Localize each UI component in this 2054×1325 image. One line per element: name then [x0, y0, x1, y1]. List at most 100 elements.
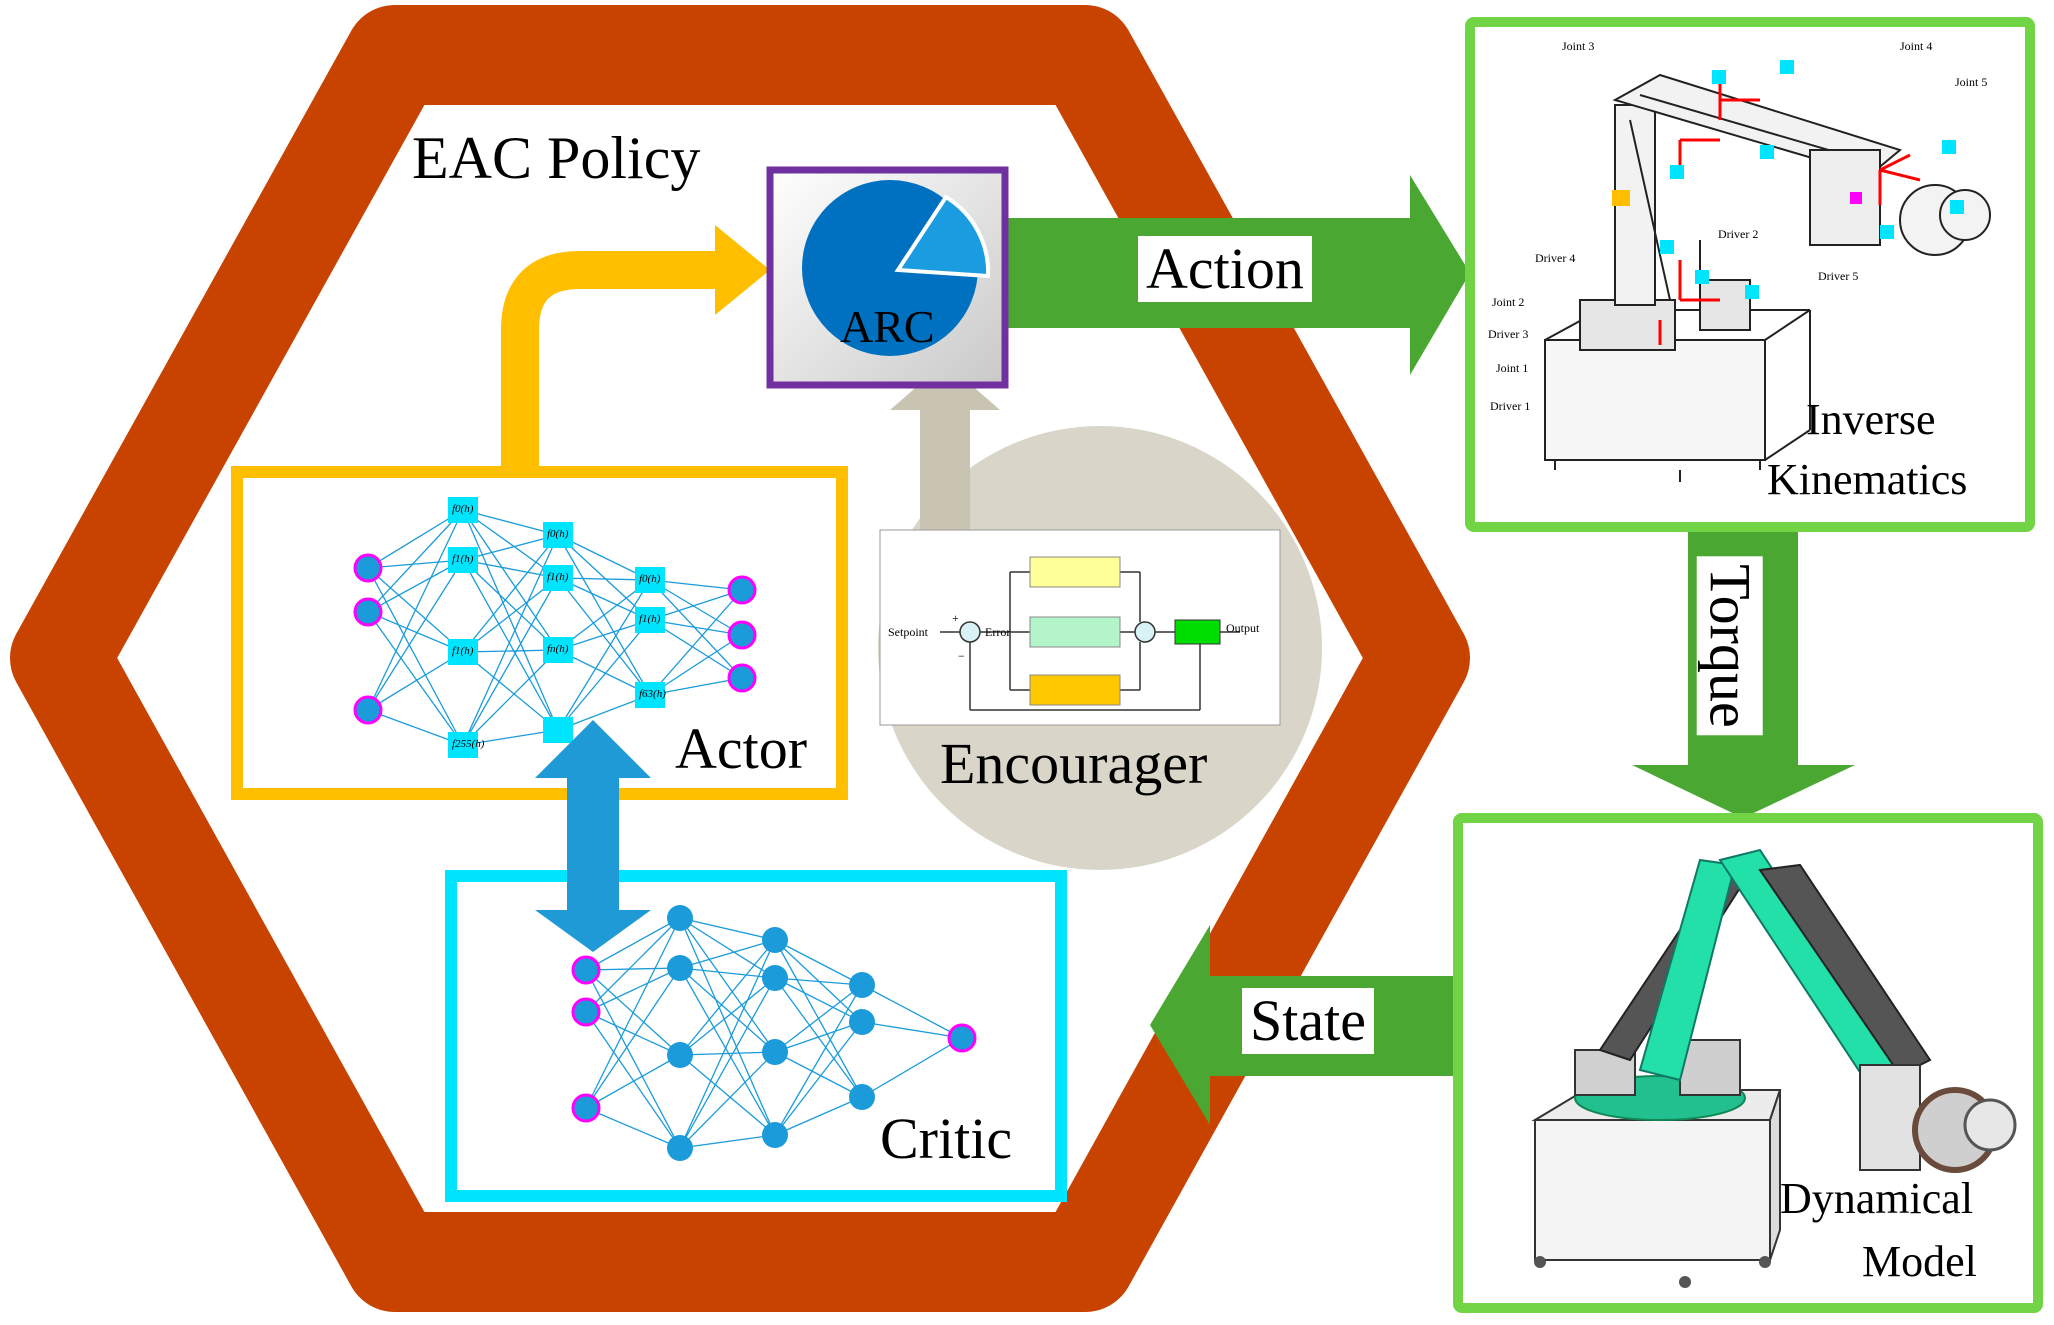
actor-connection: [557, 577, 651, 696]
actor-connection: [557, 579, 651, 731]
critic-connection: [679, 939, 776, 1056]
actor-connection: [367, 509, 464, 711]
actor-hidden-neuron: [448, 732, 478, 758]
inverse-kinematics-label-line2: Kinematics: [1767, 455, 1968, 504]
kinematic-frames: [1658, 80, 1921, 345]
encourager-label: Encourager: [940, 731, 1208, 796]
critic-connection: [679, 1051, 776, 1056]
critic-neuron: [667, 1042, 693, 1068]
critic-neuron: [762, 1039, 788, 1065]
actor-neuron-label: fn(h): [547, 643, 569, 655]
critic-connection: [774, 977, 863, 1023]
critic-connection: [679, 917, 776, 1136]
dynamical-model-label-line1: Dynamical: [1780, 1174, 1974, 1223]
state-label: State: [1242, 988, 1374, 1054]
actor-neuron-label: f0(h): [452, 503, 474, 515]
actor-network: [353, 497, 757, 758]
actor-hidden-neuron: [448, 639, 478, 665]
actor-hidden-neuron: [543, 717, 573, 743]
actor-connection: [462, 577, 559, 653]
frame-tags: [1612, 60, 1964, 299]
actor-connection: [649, 579, 743, 636]
arc-pie-slice: [894, 194, 991, 279]
robot-arm-schematic: [1544, 73, 1991, 482]
actor-connection: [367, 509, 464, 569]
actor-connection: [557, 619, 651, 731]
critic-connection: [679, 939, 776, 1149]
callout-driver4: Driver 4: [1535, 251, 1576, 265]
actor-hidden-neuron: [635, 567, 665, 593]
action-label: Action: [1138, 236, 1312, 302]
critic-connection: [585, 967, 681, 971]
actor-connection: [557, 579, 651, 651]
critic-neuron: [571, 1093, 601, 1123]
actor-neuron: [353, 695, 383, 725]
critic-neuron: [762, 1122, 788, 1148]
critic-neuron: [667, 905, 693, 931]
actor-connection: [462, 559, 559, 731]
actor-hidden-neuron: [635, 682, 665, 708]
inverse-kinematics-label-line1: Inverse: [1806, 395, 1936, 444]
actor-hidden-neuron: [543, 637, 573, 663]
p-block: [1029, 556, 1121, 588]
actor-neuron-label: f1(h): [547, 571, 569, 583]
actor-connection: [367, 559, 464, 613]
critic-connection: [585, 1011, 681, 1056]
critic-neuron: [667, 955, 693, 981]
critic-connection: [679, 917, 776, 1053]
callout-driver1: Driver 1: [1490, 399, 1531, 413]
actor-connection: [462, 509, 559, 579]
actor-neuron-label: f1(h): [452, 553, 474, 565]
setpoint-label: Setpoint: [888, 625, 929, 639]
actor-to-arc-arrow: [501, 251, 720, 470]
critic-neuron: [571, 997, 601, 1027]
critic-connection: [585, 1107, 681, 1149]
critic-connection: [679, 939, 776, 969]
actor-connection: [367, 611, 464, 653]
actor-connection: [649, 579, 743, 591]
dynamical-model-label-line2: Model: [1862, 1237, 1977, 1286]
robot-3d-model: [1531, 848, 2017, 1288]
critic-connection: [679, 967, 776, 979]
callout-joint4: Joint 4: [1900, 39, 1933, 53]
critic-label: Critic: [880, 1106, 1013, 1171]
critic-connection: [861, 984, 963, 1039]
callout-joint1: Joint 1: [1496, 361, 1529, 375]
critic-connection: [679, 917, 776, 979]
actor-hidden-neuron: [448, 547, 478, 573]
eac-policy-hexagon: [10, 5, 1470, 1312]
critic-connection: [774, 984, 863, 1136]
critic-connection: [861, 1037, 963, 1098]
actor-connection: [557, 577, 651, 621]
critic-connection: [774, 1096, 863, 1136]
callout-joint2: Joint 2: [1492, 295, 1525, 309]
actor-connection: [649, 677, 743, 696]
actor-connection: [462, 649, 559, 746]
actor-neuron: [727, 663, 757, 693]
actor-neuron-label: f1(h): [639, 613, 661, 625]
critic-connection: [679, 967, 776, 1136]
actor-connection: [462, 577, 559, 746]
actor-label: Actor: [675, 716, 808, 781]
critic-connection: [679, 1054, 776, 1136]
critic-neuron: [667, 1135, 693, 1161]
critic-connection: [585, 917, 681, 971]
critic-connection: [774, 977, 863, 986]
torque-label: Torque: [1696, 556, 1763, 736]
actor-connection: [367, 709, 464, 746]
actor-connection: [367, 559, 464, 711]
critic-network: [571, 905, 977, 1161]
plus-sign: +: [952, 611, 959, 625]
actor-connection: [649, 634, 743, 696]
actor-neuron: [727, 575, 757, 605]
actor-connection: [367, 567, 464, 746]
error-label: Error: [985, 625, 1011, 639]
actor-neuron-label: f255(h): [452, 738, 485, 750]
actor-connection: [462, 649, 559, 653]
critic-connection: [679, 977, 776, 1056]
eac-policy-title: EAC Policy: [412, 125, 701, 191]
actor-hidden-neuron: [635, 607, 665, 633]
d-block: [1029, 674, 1121, 706]
plant-block: [1174, 619, 1221, 645]
